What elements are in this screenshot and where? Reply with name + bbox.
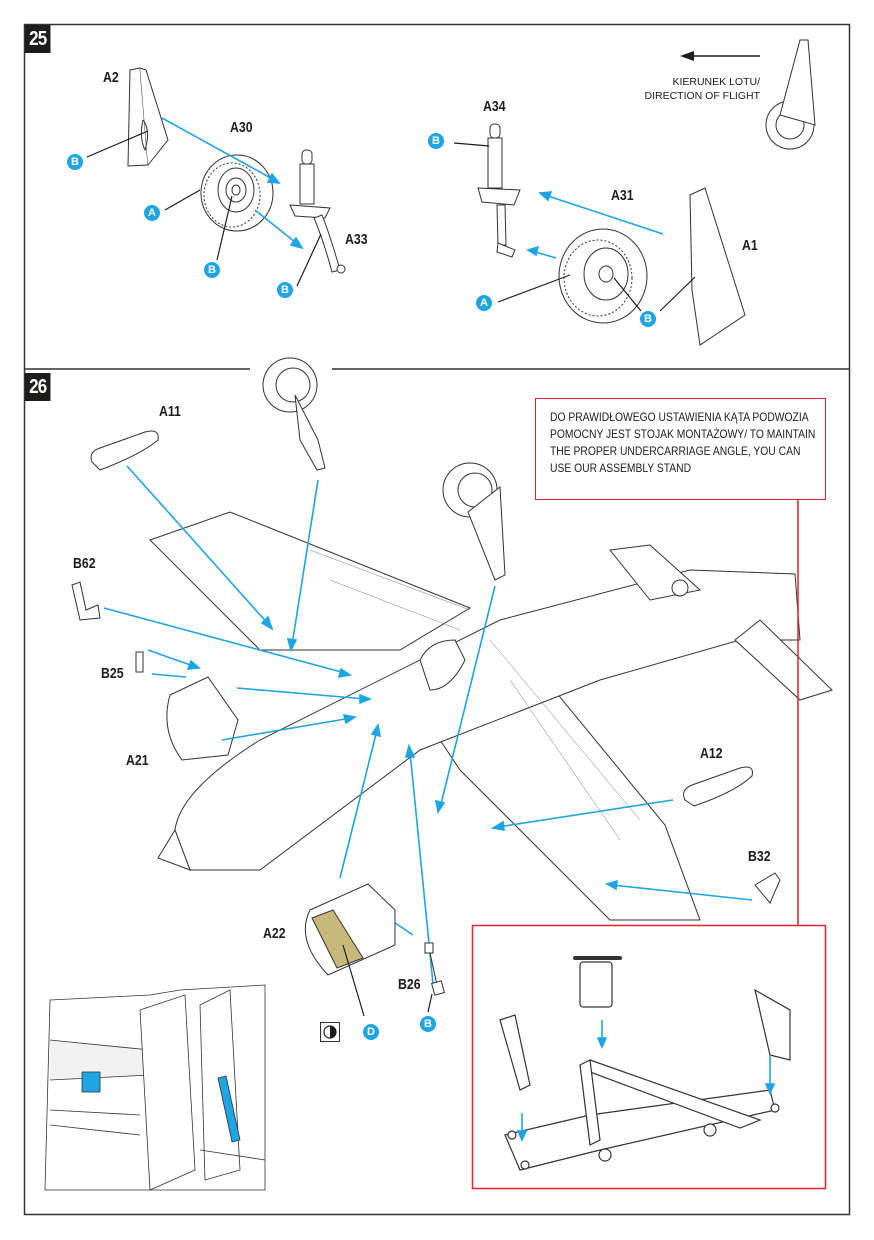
main-wheel-assembly-right [442,462,506,581]
part-label: A21 [126,752,149,769]
stand-assembly-arrows [516,1020,776,1142]
direction-of-flight-label: KIERUNEK LOTU/ DIRECTION OF FLIGHT [644,76,761,102]
reference-wheel-assembly [765,39,816,150]
step-number-badge: 26 [25,373,51,401]
material-callout-b: B [204,262,220,278]
wing-panel-grid [309,549,641,841]
direction-arrowhead [680,51,694,61]
part-label: A34 [483,98,506,115]
detail-inset-wheel-well [44,984,266,1191]
part-label: B26 [398,976,421,993]
part-label: B62 [73,555,96,572]
part-b26-rod [424,942,445,996]
part-label: A22 [263,925,286,942]
part-a34-oleo-leg [477,123,521,258]
part-a21-panel [166,676,239,761]
part-label: B32 [748,848,771,865]
part-b32 [754,872,781,904]
material-callout-a: A [476,295,492,311]
highlighted-part-b62 [81,1071,101,1093]
part-label: A1 [742,237,758,254]
highlighted-part-b26 [217,1075,241,1143]
part-label: A2 [103,69,119,86]
part-label: A11 [159,403,181,420]
page-frame [23,23,851,1216]
material-callout-b: B [420,1016,436,1032]
material-callout-b: B [640,311,656,327]
part-label: B25 [101,665,124,682]
part-label: A30 [230,119,253,136]
step-number-badge: 25 [25,25,51,53]
part-a22-panel [304,883,396,976]
part-label: A33 [345,231,368,248]
part-label: A12 [700,745,723,762]
main-wheel-assembly-left [262,357,326,471]
material-callout-b: B [277,282,293,298]
assembly-stand-drawing [499,956,791,1171]
assembly-stand-note: DO PRAWIDŁOWEGO USTAWIENIA KĄTA PODWOZIA… [535,398,826,500]
half-black-circle-icon [320,1022,340,1042]
step25-leader-lines [86,130,696,312]
assembly-stand-note-text: DO PRAWIDŁOWEGO USTAWIENIA KĄTA PODWOZIA… [550,410,816,475]
part-b62 [71,581,101,621]
part-a30-wheel [200,154,274,232]
step25-assembly-arrows [161,117,664,259]
aircraft-fuselage-outline [149,511,833,921]
step26-leader-lines [342,944,433,1017]
part-a31-wheel [558,228,648,324]
part-label: A31 [611,187,634,204]
paint-callout-d: D [363,1024,379,1040]
step26-assembly-arrows [103,465,753,985]
material-callout-a: A [144,205,160,221]
assembly-stand-box [471,924,827,1190]
part-a1-gear-door [689,187,746,346]
part-a2-gear-door [127,67,169,167]
part-a11-fairing [90,430,159,471]
part-b25 [135,651,144,673]
material-callout-b: B [428,133,444,149]
part-a12-fairing [683,766,753,807]
material-callout-b: B [67,154,83,170]
part-a33-oleo-leg [289,149,346,274]
